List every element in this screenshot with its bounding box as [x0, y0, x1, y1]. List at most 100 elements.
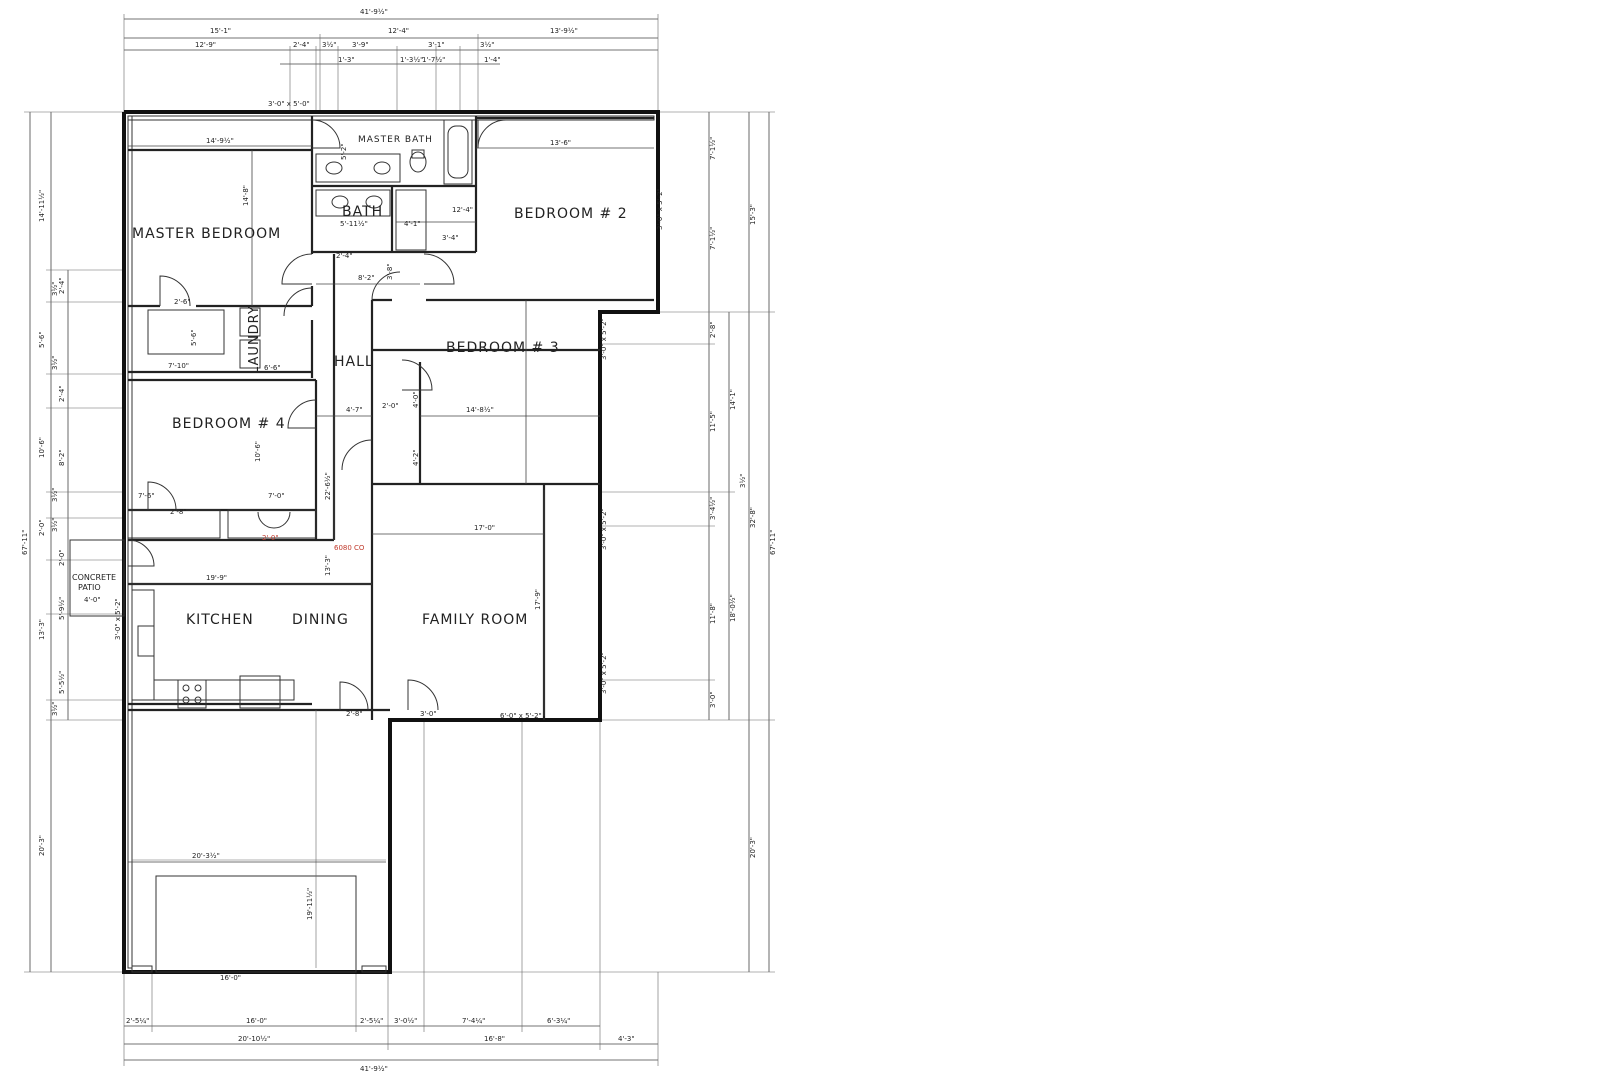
- dim-right-h: 32'-8": [749, 507, 757, 528]
- interior-dimensions: 14'-9½" 14'-8" 13'-6" 12'-4" 3'-4" 4'-1"…: [84, 137, 664, 982]
- dim-window-side-3: 3'-0" x 5'-2": [600, 508, 608, 550]
- dim-mb-depth: 14'-8": [242, 185, 250, 206]
- dim-left-a: 14'-11½": [38, 190, 46, 222]
- label-bath: BATH: [342, 204, 383, 220]
- dim-closet-a: 5'-6": [190, 329, 198, 346]
- label-bedroom-3: BEDROOM # 3: [446, 340, 560, 356]
- dim-left-c: 2'-4": [58, 277, 66, 294]
- kitchen-counter: [131, 589, 155, 701]
- dim-right-overall: 67'-11": [769, 530, 777, 555]
- dim-right-c: 15'-3": [749, 204, 757, 225]
- dim-top-r3-b: 2'-4": [293, 41, 310, 49]
- dim-hall-b: 3'-8": [386, 263, 394, 280]
- dim-left-f: 2'-4": [58, 385, 66, 402]
- dim-b3-a: 2'-0": [382, 402, 399, 410]
- dim-top-r4-b: 1'-3½": [400, 56, 423, 64]
- dim-left-i: 3½": [51, 488, 59, 502]
- sink: [137, 625, 155, 657]
- dim-right-l: 3'-0": [709, 691, 717, 708]
- dim-window-side-1: 3'-0" x 5'-2": [656, 188, 664, 230]
- dim-hall-a: 8'-2": [358, 274, 375, 282]
- dim-bot-r1-f: 6'-3¼": [547, 1017, 570, 1025]
- dim-right-a: 7'-1½": [709, 137, 717, 160]
- dim-sgd-w: 2'-0": [262, 534, 279, 542]
- dim-right-d: 2'-8": [709, 321, 717, 338]
- dim-bot-r2-a: 20'-10½": [238, 1035, 270, 1043]
- dim-window-side-4: 3'-0" x 5'-2": [600, 652, 608, 694]
- dim-top-r4-c: 1'-7½": [422, 56, 445, 64]
- dim-garage-d: 19'-11½": [306, 888, 314, 920]
- dim-top-r3-e: 3'-1": [428, 41, 445, 49]
- dim-hall-c: 2'-4": [336, 252, 353, 260]
- dim-right-j: 11'-8": [709, 603, 717, 624]
- dim-fr-window: 6'-0" x 5'-2": [500, 712, 542, 720]
- washer: [239, 307, 261, 337]
- dim-hall-w: 4'-7": [346, 406, 363, 414]
- label-family-room: FAMILY ROOM: [422, 612, 528, 628]
- range: [177, 679, 207, 709]
- dim-kit-depth: 13'-3": [324, 555, 332, 576]
- label-master-bedroom: MASTER BEDROOM: [132, 226, 281, 242]
- dim-right-m: 20'-3": [749, 837, 757, 858]
- top-dimensions: 41'-9½" 15'-1" 12'-4" 13'-9½" 12'-9" 2'-…: [123, 8, 659, 112]
- bathtub: [443, 119, 473, 185]
- dim-patio-w: 4'-0": [84, 596, 101, 604]
- dim-fr-width: 17'-0": [474, 524, 495, 532]
- vanity: [315, 153, 401, 183]
- left-dimensions: 67'-11" 14'-11½" 3½" 2'-4" 5'-6" 3½" 2'-…: [21, 111, 124, 973]
- dim-bath-e: 5'-2": [340, 143, 348, 160]
- dim-left-h: 8'-2": [58, 449, 66, 466]
- dim-bath-c: 4'-1": [404, 220, 421, 228]
- dim-left-p: 3½": [51, 702, 59, 716]
- dim-top-r3-c: 3½": [322, 41, 336, 49]
- dim-left-b: 3½": [51, 282, 59, 296]
- dim-left-k: 3½": [51, 518, 59, 532]
- dim-top-r3-a: 12'-9": [195, 41, 216, 49]
- dim-left-l: 2'-0": [58, 549, 66, 566]
- label-dining: DINING: [292, 612, 349, 628]
- dim-left-n: 5'-9½": [58, 597, 66, 620]
- label-kitchen: KITCHEN: [186, 612, 254, 628]
- dim-bot-r1-c: 2'-5¼": [360, 1017, 383, 1025]
- patio-slab: [69, 539, 125, 617]
- dim-top-r3-d: 3'-9": [352, 41, 369, 49]
- dim-b3-c: 4'-2": [412, 449, 420, 466]
- dim-right-i: 3'-4½": [709, 497, 717, 520]
- dim-window-side-5: 3'-0" x 5'-2": [114, 598, 122, 640]
- dim-b3-width: 14'-8½": [466, 406, 494, 414]
- dim-top-r2-c: 13'-9½": [550, 27, 578, 35]
- dim-window-top: 3'-0" x 5'-0": [268, 100, 310, 108]
- dim-closet-b: 7'-10": [168, 362, 189, 370]
- dim-bot-r2-c: 4'-3": [618, 1035, 635, 1043]
- dim-right-k: 18'-0½": [729, 594, 737, 622]
- refrigerator: [239, 675, 281, 709]
- dim-left-j: 2'-0": [38, 519, 46, 536]
- dim-bot-r1-a: 2'-5¼": [126, 1017, 149, 1025]
- dim-bot-r1-e: 7'-4¼": [462, 1017, 485, 1025]
- dim-b4-b: 7'-0": [268, 492, 285, 500]
- dim-b4-a: 7'-6": [138, 492, 155, 500]
- label-patio-2: PATIO: [78, 583, 101, 592]
- bath-vanity: [315, 189, 391, 217]
- dim-b4-depth: 10'-6": [254, 441, 262, 462]
- dim-top-r3-f: 3½": [480, 41, 494, 49]
- dim-left-d: 5'-6": [38, 331, 46, 348]
- dim-top-r4-a: 1'-3": [338, 56, 355, 64]
- dim-bath-a: 12'-4": [452, 206, 473, 214]
- dim-overall-top: 41'-9½": [360, 8, 388, 16]
- dim-left-o: 5'-5½": [58, 671, 66, 694]
- closet-shelf: [147, 309, 225, 355]
- room-labels: MASTER BEDROOM MASTER BATH BATH BEDROOM …: [72, 135, 627, 628]
- dim-fr-depth: 17'-9": [534, 589, 542, 610]
- toilet: [409, 151, 427, 173]
- dim-top-r2-b: 12'-4": [388, 27, 409, 35]
- dim-bot-r2-b: 16'-8": [484, 1035, 505, 1043]
- dim-left-m: 13'-3": [38, 619, 46, 640]
- fixtures: [69, 119, 473, 709]
- doors: [127, 119, 507, 711]
- dim-top-r2-a: 15'-1": [210, 27, 231, 35]
- dim-door-b: 3'-0": [420, 710, 437, 718]
- dim-closet-c: 2'-6": [174, 298, 191, 306]
- dim-sgd: 6080 CO: [334, 544, 365, 552]
- dim-left-g: 10'-6": [38, 437, 46, 458]
